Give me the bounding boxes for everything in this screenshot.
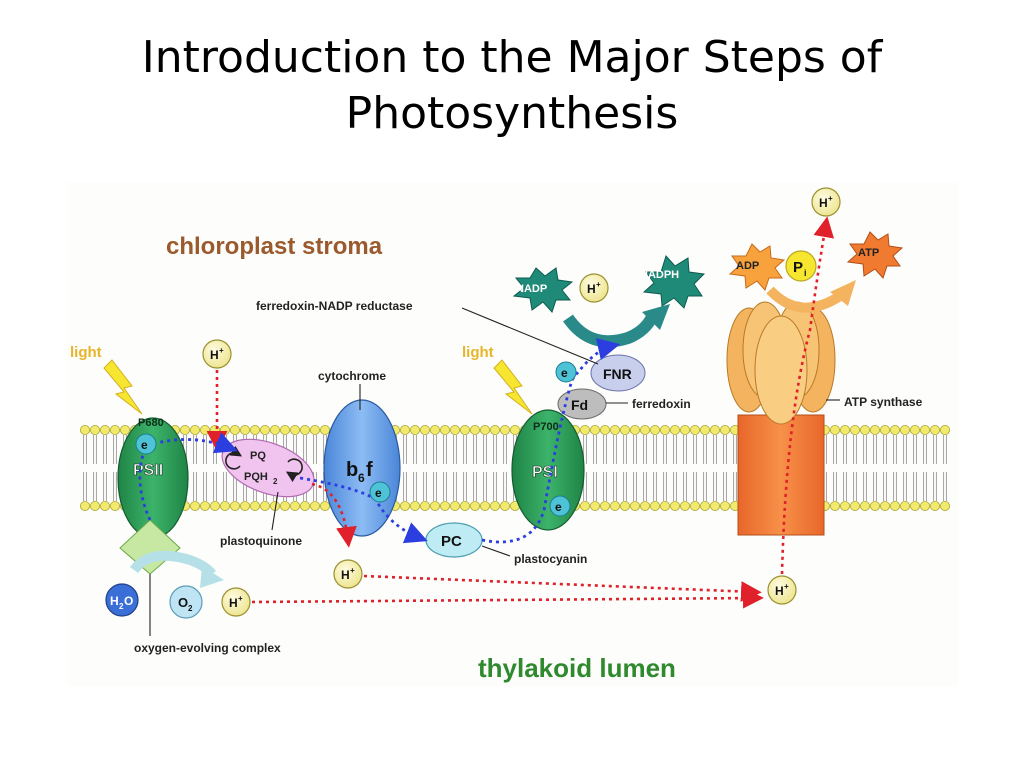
adp-label: ADP bbox=[736, 260, 759, 272]
h-sup: + bbox=[596, 280, 601, 289]
ferredoxin-label: ferredoxin bbox=[632, 397, 691, 411]
electron-badge: e bbox=[555, 361, 577, 383]
pi-sub: i bbox=[804, 268, 807, 278]
h-label: H bbox=[210, 348, 219, 362]
plastoquinone-label: plastoquinone bbox=[220, 534, 302, 548]
proton-path-lumen-2 bbox=[251, 587, 764, 609]
b6f-sub: 6 bbox=[358, 471, 365, 485]
fnr-enzyme: FNR bbox=[590, 354, 646, 392]
stroma-label: chloroplast stroma bbox=[166, 233, 383, 260]
title-line-1: Introduction to the Major Steps of bbox=[141, 32, 883, 83]
pi-molecule: P i bbox=[785, 250, 817, 282]
callout-lines bbox=[149, 307, 840, 636]
slide-title: Introduction to the Major Steps of Photo… bbox=[0, 30, 1024, 142]
b6f-f: f bbox=[366, 459, 373, 481]
h-sup: + bbox=[219, 346, 224, 355]
h-label: H bbox=[587, 282, 596, 296]
h-sup: + bbox=[784, 582, 789, 591]
nadp-reduction-arrow bbox=[563, 309, 660, 348]
electron-label: e bbox=[375, 486, 382, 500]
plastocyanin-label: plastocyanin bbox=[514, 552, 587, 566]
water-molecule: H 2 O bbox=[105, 583, 139, 617]
h-label: H bbox=[819, 196, 828, 210]
photosystem-i: P700 PSI bbox=[511, 409, 585, 531]
h-label: H bbox=[341, 568, 350, 582]
nadp-molecule: NADP bbox=[512, 267, 574, 313]
b6f-b: b bbox=[346, 459, 358, 481]
h-sup: + bbox=[238, 594, 243, 603]
atp-synthesis-arrow bbox=[766, 286, 843, 313]
light-psii: light bbox=[70, 344, 143, 415]
pq-label: PQ bbox=[250, 450, 266, 462]
electron-label: e bbox=[561, 366, 568, 380]
h-label: H bbox=[229, 596, 238, 610]
adp-molecule: ADP bbox=[728, 243, 786, 291]
p700-label: P700 bbox=[533, 421, 559, 433]
arrowhead-icon bbox=[642, 304, 670, 330]
light-psi: light bbox=[462, 344, 533, 415]
pi-label: P bbox=[793, 259, 803, 276]
h2o-sub: 2 bbox=[119, 602, 124, 611]
oxygen-molecule: O 2 bbox=[169, 585, 203, 619]
photosystem-ii: P680 PSII bbox=[117, 417, 189, 539]
atp-synthase bbox=[726, 301, 836, 536]
water-splitting-arrow bbox=[129, 550, 216, 578]
nadph-label: NADPH bbox=[640, 269, 679, 281]
electron-label: e bbox=[555, 500, 562, 514]
p680-label: P680 bbox=[138, 417, 164, 429]
arrowhead-icon bbox=[830, 280, 856, 306]
h2o-h: H bbox=[110, 594, 119, 608]
atp-label: ATP bbox=[858, 247, 879, 259]
electron-badge: e bbox=[549, 495, 571, 517]
proton-badge: H + bbox=[767, 575, 797, 605]
electron-label: e bbox=[141, 438, 148, 452]
ferredoxin: Fd bbox=[557, 388, 607, 420]
lightning-icon bbox=[493, 359, 533, 415]
lightning-icon bbox=[103, 359, 143, 415]
proton-badge: H + bbox=[221, 587, 251, 617]
fnr-full-label: ferredoxin-NADP reductase bbox=[256, 299, 413, 313]
pqh2-label: PQH bbox=[244, 471, 268, 483]
proton-path-synthase bbox=[780, 216, 835, 575]
atp-molecule: ATP bbox=[846, 231, 904, 279]
electron-badge: e bbox=[369, 481, 391, 503]
oec-label: oxygen-evolving complex bbox=[134, 641, 281, 655]
plastoquinone-pool: PQ PQH 2 bbox=[221, 438, 315, 498]
fnr-label: FNR bbox=[603, 366, 632, 382]
electron-badge: e bbox=[135, 433, 157, 455]
proton-path-lumen-1 bbox=[363, 574, 762, 602]
o2-sub: 2 bbox=[188, 604, 193, 613]
lumen-label: thylakoid lumen bbox=[478, 653, 676, 683]
cytochrome-label: cytochrome bbox=[318, 369, 386, 383]
h-sup: + bbox=[828, 194, 833, 203]
psi-label: PSI bbox=[532, 464, 558, 481]
o2-o: O bbox=[178, 595, 188, 610]
psii-label: PSII bbox=[133, 462, 163, 479]
proton-badge: H + bbox=[202, 339, 232, 369]
h2o-o: O bbox=[124, 594, 133, 608]
cycle-arrow-icon bbox=[285, 458, 303, 483]
proton-badge: H + bbox=[811, 187, 841, 217]
atp-synthase-label: ATP synthase bbox=[844, 395, 923, 409]
proton-badge: H + bbox=[333, 559, 363, 589]
h-label: H bbox=[775, 584, 784, 598]
arrowhead-icon bbox=[200, 566, 224, 588]
proton-paths bbox=[206, 216, 835, 609]
nadp-label: NADP bbox=[516, 283, 547, 295]
pc-label: PC bbox=[441, 533, 462, 550]
light-label-1: light bbox=[70, 344, 102, 361]
title-line-2: Photosynthesis bbox=[345, 88, 679, 139]
pqh2-sub: 2 bbox=[273, 477, 278, 486]
proton-badge: H + bbox=[579, 273, 609, 303]
fd-label: Fd bbox=[571, 397, 588, 413]
proton-path-release bbox=[311, 482, 357, 548]
nadph-molecule: NADPH bbox=[640, 255, 706, 309]
plastocyanin: PC bbox=[425, 522, 483, 558]
h-sup: + bbox=[350, 566, 355, 575]
light-label-2: light bbox=[462, 344, 494, 361]
